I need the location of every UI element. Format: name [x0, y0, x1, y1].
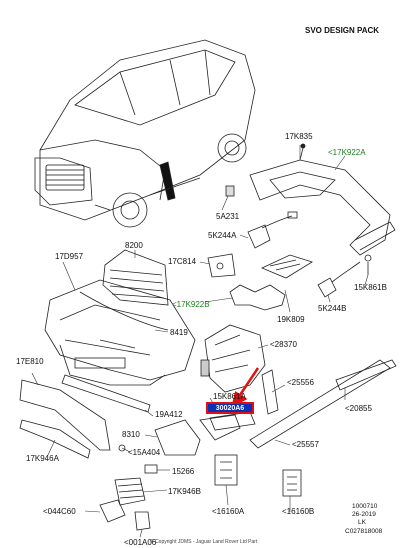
label-17D957: 17D957 [55, 252, 84, 261]
label-15K861B: 15K861B [354, 283, 387, 292]
copyright-text: © Copyright JDMS - Jaguar Land Rover Ltd… [150, 539, 258, 545]
highlighted-part-label: 30020A6 [206, 402, 254, 414]
label-19K809: 19K809 [277, 315, 305, 324]
sensor-5K244A [247, 211, 298, 249]
sill-25557 [249, 359, 391, 449]
meta-region: LK [358, 519, 366, 526]
duct-8310 [154, 414, 241, 456]
label-15266: 15266 [172, 467, 195, 476]
label-15K861A: 15K861A [213, 392, 246, 401]
front-grille-8200 [102, 249, 169, 306]
bracket-16160B [282, 469, 302, 497]
clip-part [225, 185, 235, 197]
sensor-15K861B [364, 254, 372, 275]
grille-17K946B [114, 477, 146, 506]
sill-25556 [261, 369, 279, 415]
rear-bumper [249, 143, 396, 256]
label-044C60: <044C60 [43, 507, 76, 516]
vehicle-illustration [34, 39, 256, 228]
front-bumper-17D957 [44, 279, 196, 386]
label-5K244B: 5K244B [318, 304, 347, 313]
label-16160A: <16160A [212, 507, 245, 516]
meta-code: 1000710 [352, 503, 378, 510]
clip-044C60 [99, 499, 126, 523]
sill-20855 [335, 359, 397, 391]
trim-15K861A [209, 411, 256, 431]
splitter-19A412 [61, 374, 151, 413]
sensor-5K244B [317, 261, 361, 298]
label-17K922B: <17K922B [172, 300, 210, 309]
label-17E810: 17E810 [16, 357, 44, 366]
label-20855: <20855 [345, 404, 372, 413]
label-17C814: 17C814 [168, 257, 197, 266]
fog-15A404 [118, 444, 126, 452]
label-17K946A: 17K946A [26, 454, 59, 463]
rear-wheel [217, 133, 247, 163]
liner-28370 [200, 324, 266, 393]
label-16160B: <16160B [282, 507, 315, 516]
bracket-17C814 [207, 253, 236, 278]
meta-date: 26-2019 [352, 511, 376, 518]
label-8200: 8200 [125, 241, 143, 250]
label-5K244A: 5K244A [208, 231, 237, 240]
leader-lines [31, 145, 369, 538]
label-8310: 8310 [122, 430, 140, 439]
label-15A404: <15A404 [128, 448, 161, 457]
label-25557: <25557 [292, 440, 319, 449]
harness-17K922B [229, 284, 286, 311]
panel-19K809 [261, 254, 313, 279]
label-19A412: 19A412 [155, 410, 183, 419]
label-001A06: <001A06 [124, 538, 157, 547]
front-wheel [112, 192, 148, 228]
label-5A231: 5A231 [216, 212, 240, 221]
clip-001A06 [134, 511, 151, 531]
trim-8419 [79, 291, 169, 331]
label-25556: <25556 [287, 378, 314, 387]
label-17K946B: 17K946B [168, 487, 201, 496]
badge-15266 [144, 464, 158, 474]
front-grille [45, 164, 85, 191]
lower-valance-17E810 [19, 379, 111, 459]
label-28370: <28370 [270, 340, 297, 349]
label-17K922A: <17K922A [328, 148, 366, 157]
label-8419: 8419 [170, 328, 188, 337]
label-17K835: 17K835 [285, 132, 313, 141]
meta-ref: C027818008 [345, 528, 383, 535]
diagram-title: SVO DESIGN PACK [305, 26, 380, 35]
bracket-16160A [214, 454, 238, 486]
